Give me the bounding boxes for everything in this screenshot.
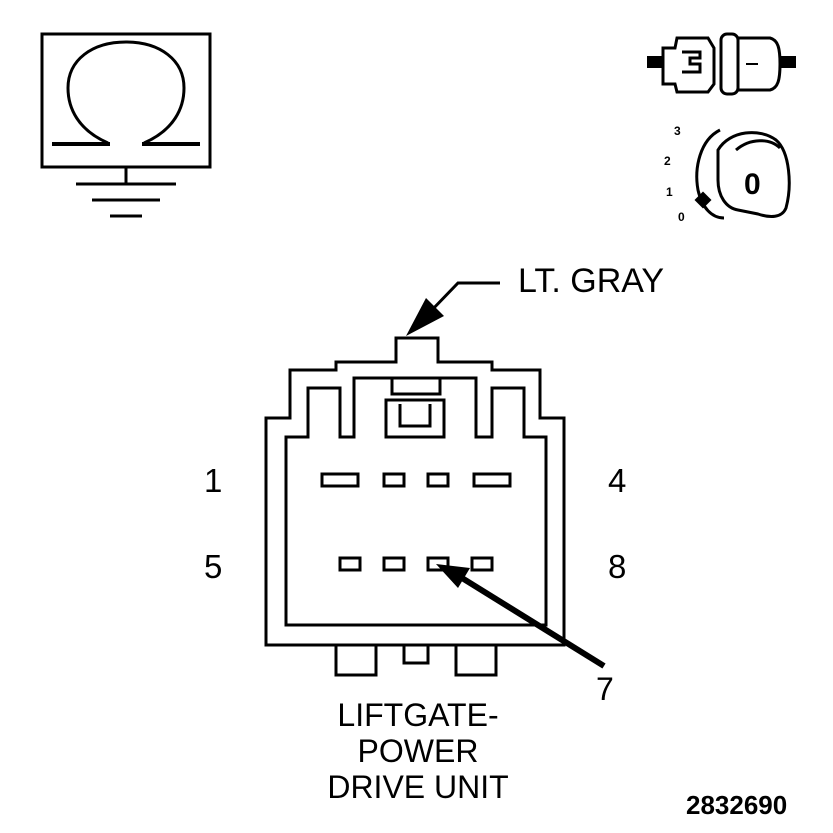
ignition-position-2: 2 (664, 154, 671, 168)
component-name-line-1: LIFTGATE- (337, 697, 498, 733)
connector-icon (647, 32, 796, 96)
ignition-key-icon: 3 2 1 0 0 (664, 124, 791, 224)
component-name-line-3: DRIVE UNIT (327, 769, 508, 805)
ignition-position-0: 0 (678, 210, 685, 224)
pin-label-1: 1 (204, 462, 222, 499)
pin-label-4: 4 (608, 462, 626, 499)
pin-label-5: 5 (204, 548, 222, 585)
component-name-line-2: POWER (358, 733, 479, 769)
color-callout-arrow (406, 281, 500, 336)
pin-label-8: 8 (608, 548, 626, 585)
ignition-key-label: 0 (744, 168, 761, 201)
connector-body (264, 336, 566, 677)
figure-id: 2832690 (686, 790, 787, 820)
ignition-position-3: 3 (674, 124, 681, 138)
pin-7-callout-arrow (436, 564, 606, 669)
connector-color-label: LT. GRAY (518, 262, 664, 300)
ground-ohm-icon (40, 32, 212, 218)
pin-7-label: 7 (596, 671, 614, 707)
ignition-position-1: 1 (666, 185, 673, 199)
